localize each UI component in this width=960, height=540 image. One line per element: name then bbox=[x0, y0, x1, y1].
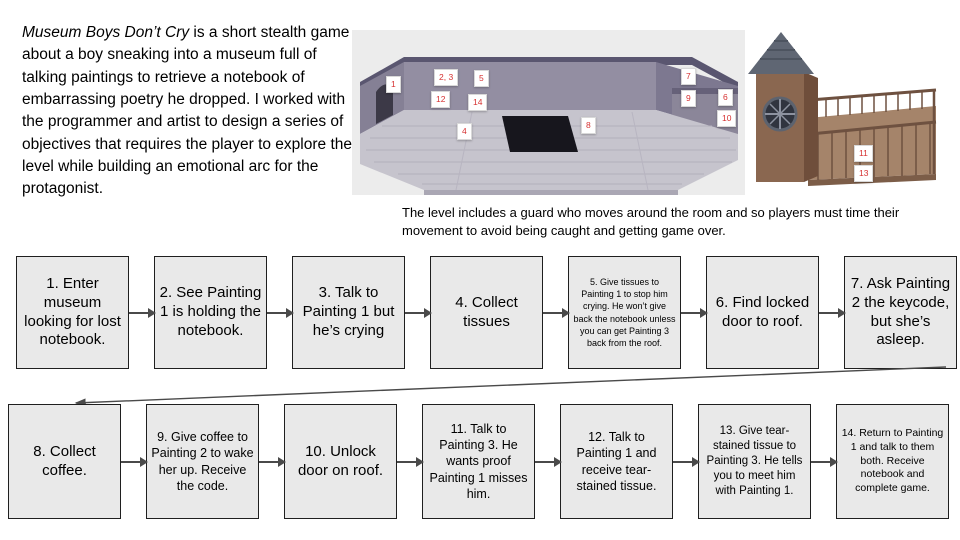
intro-body: is a short stealth game about a boy snea… bbox=[22, 24, 352, 198]
rooftop-level-render: 11 13 bbox=[748, 26, 940, 196]
flow-step-12: 12. Talk to Painting 1 and receive tear-… bbox=[560, 404, 673, 519]
map-label-11: 11 bbox=[854, 145, 873, 162]
flow-step-1: 1. Enter museum looking for lost noteboo… bbox=[16, 256, 129, 369]
flow-step-9-label: 9. Give coffee to Painting 2 to wake her… bbox=[151, 430, 254, 493]
arrow-right-icon bbox=[397, 456, 424, 467]
arrow-right-icon bbox=[673, 456, 700, 467]
arrow-right-icon bbox=[819, 307, 846, 318]
arrow-right-icon bbox=[681, 307, 708, 318]
flow-step-10: 10. Unlock door on roof. bbox=[284, 404, 397, 519]
flow-step-10-label: 10. Unlock door on roof. bbox=[297, 442, 384, 479]
arrow-right-icon bbox=[811, 456, 838, 467]
flow-row-2: 8. Collect coffee. 9. Give coffee to Pai… bbox=[8, 404, 949, 519]
map-label-14: 14 bbox=[468, 94, 488, 111]
flow-step-3: 3. Talk to Painting 1 but he’s crying bbox=[292, 256, 405, 369]
flow-step-8-label: 8. Collect coffee. bbox=[33, 442, 96, 479]
arrow-right-icon bbox=[121, 456, 148, 467]
intro-paragraph: Museum Boys Don’t Cry is a short stealth… bbox=[22, 22, 360, 201]
flow-step-13: 13. Give tear-stained tissue to Painting… bbox=[698, 404, 811, 519]
game-title: Museum Boys Don’t Cry bbox=[22, 24, 190, 41]
flow-step-2-label: 2. See Painting 1 is holding the noteboo… bbox=[159, 284, 262, 339]
map-label-5: 5 bbox=[474, 70, 489, 87]
arrow-right-icon bbox=[267, 307, 294, 318]
flow-step-5-label: 5. Give tissues to Painting 1 to stop hi… bbox=[573, 277, 676, 348]
flow-step-2: 2. See Painting 1 is holding the noteboo… bbox=[154, 256, 267, 369]
flow-step-11: 11. Talk to Painting 3. He wants proof P… bbox=[422, 404, 535, 519]
flow-step-7: 7. Ask Painting 2 the keycode, but she’s… bbox=[844, 256, 957, 369]
map-label-13: 13 bbox=[854, 165, 874, 182]
flow-step-11-label: 11. Talk to Painting 3. He wants proof P… bbox=[429, 421, 528, 501]
flow-step-14: 14. Return to Painting 1 and talk to the… bbox=[836, 404, 949, 519]
map-label-10: 10 bbox=[717, 110, 737, 127]
map-label-1: 1 bbox=[386, 76, 401, 93]
flow-step-14-label: 14. Return to Painting 1 and talk to the… bbox=[841, 427, 944, 494]
arrow-right-icon bbox=[405, 307, 432, 318]
rooftop-render-image bbox=[748, 32, 937, 186]
guard-caption: The level includes a guard who moves aro… bbox=[402, 205, 900, 239]
flow-step-6: 6. Find locked door to roof. bbox=[706, 256, 819, 369]
map-label-12: 12 bbox=[431, 91, 451, 108]
map-label-6: 6 bbox=[718, 89, 733, 106]
flow-step-8: 8. Collect coffee. bbox=[8, 404, 121, 519]
flow-step-6-label: 6. Find locked door to roof. bbox=[715, 293, 810, 330]
flow-step-5: 5. Give tissues to Painting 1 to stop hi… bbox=[568, 256, 681, 369]
flow-step-1-label: 1. Enter museum looking for lost noteboo… bbox=[24, 275, 121, 349]
flow-step-4-label: 4. Collect tissues bbox=[455, 293, 518, 330]
arrow-right-icon bbox=[259, 456, 286, 467]
flow-step-3-label: 3. Talk to Painting 1 but he’s crying bbox=[302, 284, 395, 339]
flow-row-1: 1. Enter museum looking for lost noteboo… bbox=[16, 256, 957, 369]
map-label-9: 9 bbox=[681, 90, 696, 107]
arrow-right-icon bbox=[535, 456, 562, 467]
flow-arrow-diagonal bbox=[74, 366, 947, 407]
arrow-right-icon bbox=[543, 307, 570, 318]
museum-render-image bbox=[352, 30, 745, 195]
flow-step-7-label: 7. Ask Painting 2 the keycode, but she’s… bbox=[850, 275, 951, 349]
map-label-4: 4 bbox=[457, 123, 472, 140]
arrow-right-icon bbox=[129, 307, 156, 318]
flow-step-4: 4. Collect tissues bbox=[430, 256, 543, 369]
map-label-8: 8 bbox=[581, 117, 596, 134]
flow-step-13-label: 13. Give tear-stained tissue to Painting… bbox=[706, 425, 803, 497]
museum-level-render: 1 2, 3 5 12 14 4 8 7 9 6 10 bbox=[352, 30, 745, 195]
map-label-2-3: 2, 3 bbox=[434, 69, 459, 86]
flow-step-9: 9. Give coffee to Painting 2 to wake her… bbox=[146, 404, 259, 519]
map-label-7: 7 bbox=[681, 68, 696, 85]
flow-step-12-label: 12. Talk to Painting 1 and receive tear-… bbox=[576, 430, 657, 493]
